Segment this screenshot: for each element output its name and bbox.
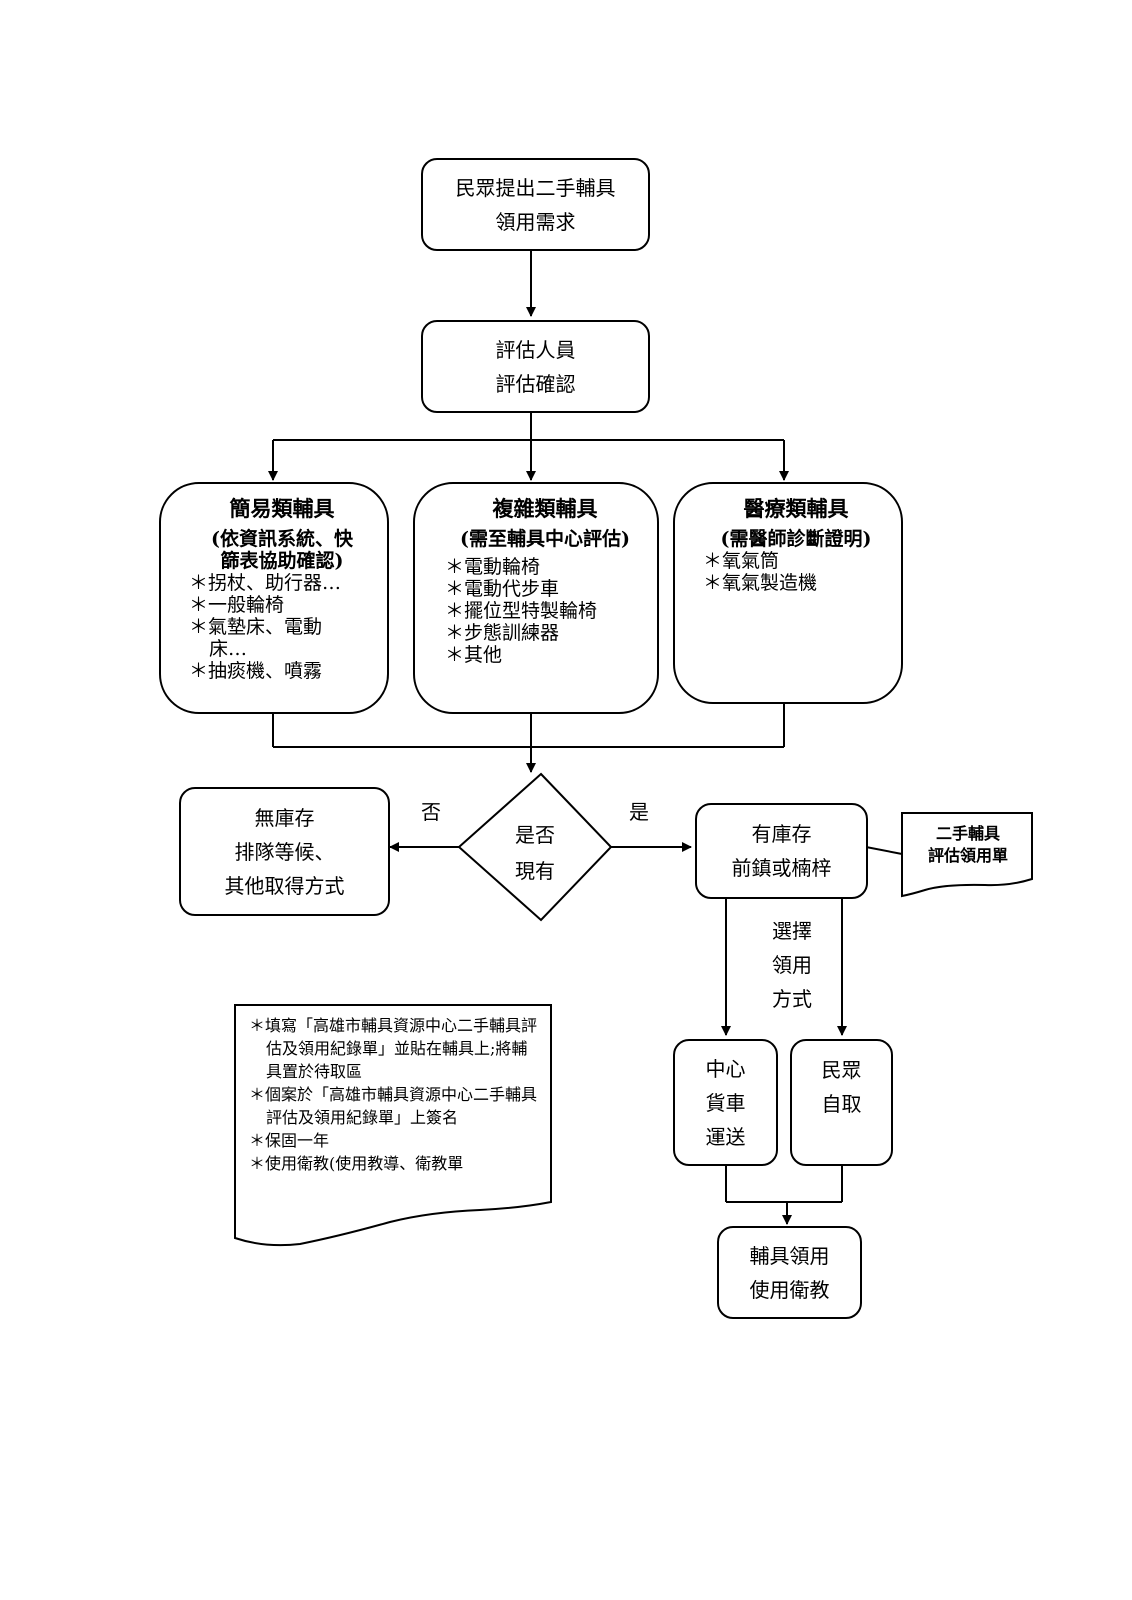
final-box: 輔具領用 使用衛教 <box>717 1226 862 1319</box>
list-item: 抽痰機、噴霧 <box>189 660 375 682</box>
medical-category-note: (需醫師診斷證明) <box>720 528 872 550</box>
list-item: 拐杖、助行器… <box>189 572 375 594</box>
start-line1: 民眾提出二手輔具 <box>455 175 616 200</box>
simple-category-list: 拐杖、助行器… 一般輪椅 氣墊床、電動床… 抽痰機、噴霧 <box>189 572 375 682</box>
start-box: 民眾提出二手輔具 領用需求 <box>421 158 650 251</box>
decision-line2: 現有 <box>515 859 555 883</box>
assess-line2: 評估確認 <box>495 371 576 396</box>
medical-category-list: 氧氣筒 氧氣製造機 <box>703 550 889 594</box>
in-stock-line1: 有庫存 <box>751 822 812 846</box>
list-item: 保固一年 <box>249 1129 542 1152</box>
decision-line1: 是否 <box>515 823 555 847</box>
no-stock-line2: 排隊等候、 <box>234 839 335 864</box>
list-item: 氣墊床、電動床… <box>189 616 349 660</box>
simple-category-note-2: 篩表協助確認) <box>220 550 344 572</box>
complex-category-note: (需至輔具中心評估) <box>460 528 630 550</box>
complex-category-list: 電動輪椅 電動代步車 擺位型特製輪椅 步態訓練器 其他 <box>445 556 645 666</box>
choose-char: 擇 <box>792 919 812 943</box>
self-pickup-box: 民眾 自取 <box>790 1039 893 1166</box>
final-line2: 使用衛教 <box>749 1277 830 1302</box>
choose-char: 式 <box>792 987 812 1011</box>
notes-list: 填寫「高雄市輔具資源中心二手輔具評估及領用紀錄單」並貼在輔具上;將輔具置於待取區… <box>249 1014 542 1175</box>
list-item: 電動代步車 <box>445 578 645 600</box>
notes-document-text: 填寫「高雄市輔具資源中心二手輔具評估及領用紀錄單」並貼在輔具上;將輔具置於待取區… <box>249 1014 542 1175</box>
decision-no-label: 否 <box>421 800 441 824</box>
list-item: 擺位型特製輪椅 <box>445 600 645 622</box>
medical-category-box: 醫療類輔具 (需醫師診斷證明) 氧氣筒 氧氣製造機 <box>673 482 903 704</box>
form-document-shape <box>901 812 1033 898</box>
choose-char: 領 <box>772 953 792 977</box>
complex-category-title: 複雜類輔具 <box>492 496 598 521</box>
self-pickup-line1: 民眾 <box>821 1058 862 1082</box>
truck-line1: 中心 <box>705 1056 746 1081</box>
start-line2: 領用需求 <box>495 209 576 234</box>
list-item: 氧氣筒 <box>703 550 889 572</box>
decision-yes-label: 是 <box>629 800 649 824</box>
choose-char: 用 <box>792 953 812 977</box>
line-form-connector <box>865 846 903 855</box>
list-item: 填寫「高雄市輔具資源中心二手輔具評估及領用紀錄單」並貼在輔具上;將輔具置於待取區 <box>249 1014 542 1083</box>
no-stock-line1: 無庫存 <box>254 805 315 830</box>
self-pickup-line2: 自取 <box>821 1092 862 1116</box>
list-item: 電動輪椅 <box>445 556 645 578</box>
list-item: 使用衛教(使用教導、衛教單 <box>249 1152 542 1175</box>
in-stock-line2: 前鎮或楠梓 <box>731 856 832 880</box>
simple-category-box: 簡易類輔具 (依資訊系統、快 篩表協助確認) 拐杖、助行器… 一般輪椅 氣墊床、… <box>159 482 389 714</box>
truck-delivery-box: 中心 貨車 運送 <box>673 1039 778 1166</box>
truck-line2: 貨車 <box>705 1090 746 1115</box>
complex-category-box: 複雜類輔具 (需至輔具中心評估) 電動輪椅 電動代步車 擺位型特製輪椅 步態訓練… <box>413 482 659 714</box>
list-item: 個案於「高雄市輔具資源中心二手輔具評估及領用紀錄單」上簽名 <box>249 1083 542 1129</box>
simple-category-title: 簡易類輔具 <box>229 496 335 521</box>
list-item: 其他 <box>445 644 645 666</box>
no-stock-box: 無庫存 排隊等候、 其他取得方式 <box>179 787 390 916</box>
choose-char: 選 <box>772 919 792 943</box>
in-stock-box: 有庫存 前鎮或楠梓 <box>695 803 868 899</box>
form-document-text: 二手輔具 評估領用單 <box>912 823 1024 867</box>
medical-category-title: 醫療類輔具 <box>743 496 849 521</box>
list-item: 氧氣製造機 <box>703 572 889 594</box>
assess-line1: 評估人員 <box>495 337 576 362</box>
no-stock-line3: 其他取得方式 <box>224 873 345 898</box>
final-line1: 輔具領用 <box>749 1243 830 1268</box>
simple-category-note-1: (依資訊系統、快 <box>211 528 353 550</box>
form-line2: 評估領用單 <box>927 846 1008 865</box>
choose-char: 方 <box>772 987 792 1011</box>
truck-line3: 運送 <box>705 1124 746 1149</box>
list-item: 一般輪椅 <box>189 594 375 616</box>
decision-diamond <box>457 772 613 922</box>
form-line1: 二手輔具 <box>935 824 1000 843</box>
assess-box: 評估人員 評估確認 <box>421 320 650 413</box>
choose-pickup-method-label: 選擇 領用 方式 <box>764 914 820 1016</box>
list-item: 步態訓練器 <box>445 622 645 644</box>
